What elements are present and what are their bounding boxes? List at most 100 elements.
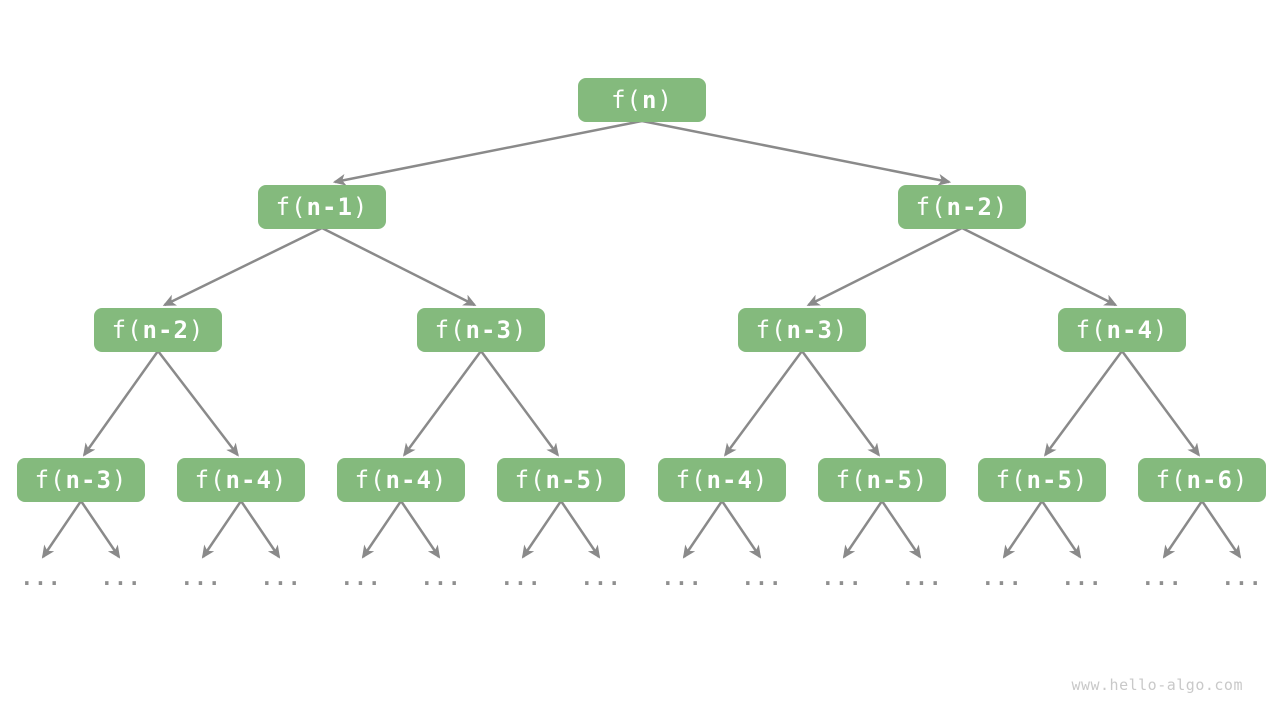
- node-label-suffix: ): [111, 466, 128, 494]
- node-label-prefix: f(: [915, 193, 947, 221]
- leaf-ellipsis: ...: [100, 566, 142, 590]
- node-label-prefix: f(: [275, 193, 307, 221]
- node-label-arg: n-4: [225, 466, 272, 494]
- edge-arrow: [201, 500, 243, 559]
- tree-node: f(n-2): [94, 308, 222, 352]
- tree-node: f(n-1): [258, 185, 386, 229]
- edge-arrow: [157, 350, 239, 457]
- leaf-ellipsis: ...: [260, 566, 302, 590]
- edge-arrow: [82, 350, 160, 457]
- leaf-ellipsis: ...: [420, 566, 462, 590]
- edge-arrow: [724, 350, 804, 457]
- edge-arrow: [880, 500, 922, 559]
- tree-node: f(n): [578, 78, 706, 122]
- tree-node: f(n-2): [898, 185, 1026, 229]
- node-label-suffix: ): [832, 316, 849, 344]
- node-label-prefix: f(: [1155, 466, 1187, 494]
- tree-node: f(n-4): [337, 458, 465, 502]
- node-label-arg: n-5: [1026, 466, 1073, 494]
- edge-arrow: [79, 500, 121, 559]
- node-label-suffix: ): [591, 466, 608, 494]
- node-label-suffix: ): [657, 86, 673, 114]
- node-label-arg: n-4: [1106, 316, 1153, 344]
- node-label-suffix: ): [511, 316, 528, 344]
- node-label-prefix: f(: [835, 466, 867, 494]
- tree-node: f(n-3): [738, 308, 866, 352]
- edge-arrow: [332, 119, 643, 186]
- watermark: www.hello-algo.com: [1071, 676, 1243, 694]
- edge-arrow: [321, 226, 477, 307]
- leaf-ellipsis: ...: [1061, 566, 1103, 590]
- tree-node: f(n-5): [978, 458, 1106, 502]
- leaf-ellipsis: ...: [1221, 566, 1263, 590]
- edge-arrow: [682, 500, 724, 559]
- leaf-ellipsis: ...: [500, 566, 542, 590]
- node-label-prefix: f(: [1075, 316, 1107, 344]
- leaf-ellipsis: ...: [180, 566, 222, 590]
- leaf-ellipsis: ...: [821, 566, 863, 590]
- edge-arrow: [361, 500, 403, 559]
- node-label-prefix: f(: [675, 466, 707, 494]
- edge-arrow: [403, 350, 483, 457]
- node-label-arg: n: [642, 86, 658, 114]
- node-label-prefix: f(: [611, 86, 642, 114]
- edge-arrow: [399, 500, 441, 559]
- edge-arrow: [806, 226, 963, 307]
- edge-arrow: [842, 500, 884, 559]
- tree-node: f(n-4): [658, 458, 786, 502]
- node-label-arg: n-2: [142, 316, 189, 344]
- node-label-prefix: f(: [194, 466, 226, 494]
- node-label-suffix: ): [912, 466, 929, 494]
- tree-node: f(n-6): [1138, 458, 1266, 502]
- node-label-prefix: f(: [514, 466, 546, 494]
- node-label-suffix: ): [352, 193, 369, 221]
- node-label-arg: n-3: [65, 466, 112, 494]
- node-label-prefix: f(: [434, 316, 466, 344]
- tree-node: f(n-3): [417, 308, 545, 352]
- node-label-suffix: ): [271, 466, 288, 494]
- node-label-arg: n-1: [306, 193, 353, 221]
- node-label-suffix: ): [188, 316, 205, 344]
- edge-arrow: [641, 119, 952, 186]
- node-label-arg: n-4: [706, 466, 753, 494]
- leaf-ellipsis: ...: [901, 566, 943, 590]
- node-label-suffix: ): [752, 466, 769, 494]
- node-label-prefix: f(: [34, 466, 66, 494]
- edge-arrow: [559, 500, 601, 559]
- tree-node: f(n-4): [1058, 308, 1186, 352]
- node-label-prefix: f(: [354, 466, 386, 494]
- edge-arrow: [521, 500, 563, 559]
- leaf-ellipsis: ...: [981, 566, 1023, 590]
- tree-node: f(n-5): [818, 458, 946, 502]
- edge-arrow: [162, 226, 323, 307]
- node-label-suffix: ): [1152, 316, 1169, 344]
- node-label-prefix: f(: [995, 466, 1027, 494]
- tree-node: f(n-3): [17, 458, 145, 502]
- node-label-arg: n-5: [545, 466, 592, 494]
- leaf-ellipsis: ...: [580, 566, 622, 590]
- edge-arrow: [1040, 500, 1082, 559]
- node-label-arg: n-4: [385, 466, 432, 494]
- node-label-arg: n-5: [866, 466, 913, 494]
- edge-arrow: [479, 350, 559, 457]
- edge-arrow: [1162, 500, 1204, 559]
- edge-arrow: [239, 500, 281, 559]
- node-label-suffix: ): [1232, 466, 1249, 494]
- edge-arrow: [1002, 500, 1044, 559]
- edge-arrow: [1044, 350, 1124, 457]
- leaf-ellipsis: ...: [1141, 566, 1183, 590]
- tree-node: f(n-4): [177, 458, 305, 502]
- node-label-arg: n-6: [1186, 466, 1233, 494]
- leaf-ellipsis: ...: [661, 566, 703, 590]
- edge-arrow: [41, 500, 83, 559]
- edge-arrow: [961, 226, 1118, 307]
- node-label-suffix: ): [992, 193, 1009, 221]
- node-label-suffix: ): [431, 466, 448, 494]
- edge-arrow: [720, 500, 762, 559]
- leaf-ellipsis: ...: [340, 566, 382, 590]
- node-label-arg: n-2: [946, 193, 993, 221]
- tree-node: f(n-5): [497, 458, 625, 502]
- leaf-ellipsis: ...: [741, 566, 783, 590]
- edge-arrow: [800, 350, 880, 457]
